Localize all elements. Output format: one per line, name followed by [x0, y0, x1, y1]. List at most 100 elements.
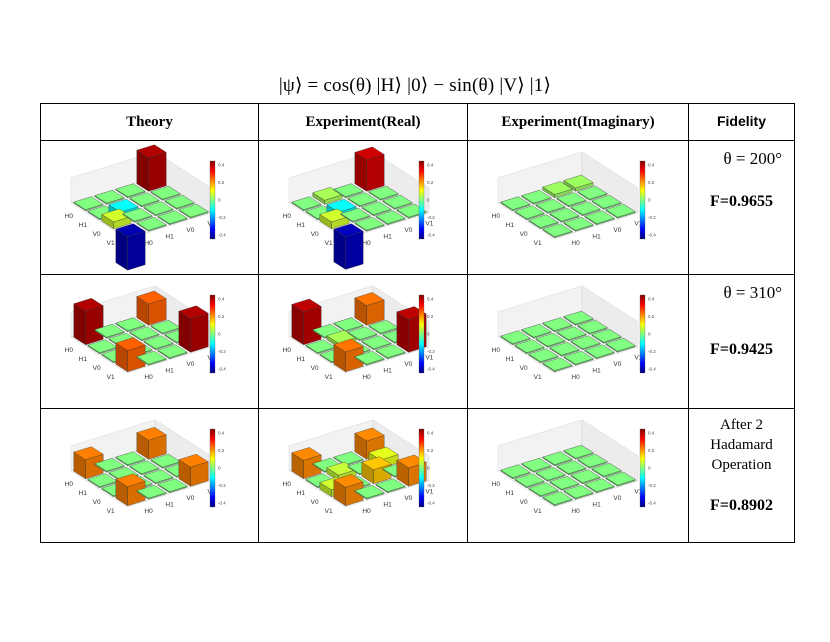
density-bar [333, 317, 364, 333]
density-bar [584, 478, 615, 494]
density-bar [347, 192, 378, 208]
colorbar-tick: -0.4 [427, 501, 435, 506]
axis-tick-label: V1 [425, 488, 433, 495]
fidelity-cell-1: θ = 200° F=0.9655 [688, 140, 795, 275]
axis-tick-label: V0 [520, 499, 528, 506]
density-bar [605, 338, 636, 353]
colorbar-tick: -0.2 [218, 349, 226, 354]
colorbar-tick: 0 [427, 198, 430, 203]
axis-tick-label: H0 [65, 213, 74, 220]
density-bar [605, 472, 636, 487]
density-bar [584, 210, 615, 226]
density-bar [157, 344, 188, 360]
colorbar-tick: 0.2 [218, 448, 225, 453]
colorbar [209, 428, 216, 508]
axis-tick-label: H1 [297, 222, 306, 229]
colorbar-tick: 0.4 [648, 431, 655, 436]
density-bar [354, 146, 385, 192]
colorbar-tick: -0.2 [427, 483, 435, 488]
density-bar [563, 311, 594, 326]
density-bar [361, 335, 392, 351]
axis-tick-label: H1 [297, 490, 306, 497]
axis-tick-label: V0 [311, 365, 319, 372]
axis-tick-label: H0 [362, 508, 371, 515]
density-bar [157, 210, 188, 226]
density-bar [542, 451, 573, 467]
axis-tick-label: H0 [144, 374, 153, 381]
axis-tick-label: H0 [492, 481, 501, 488]
density-bar [143, 469, 174, 485]
density-bar [150, 186, 181, 201]
axis-tick-label: V1 [325, 240, 333, 247]
density-bar [115, 473, 146, 507]
colorbar-tick: -0.2 [427, 215, 435, 220]
colorbar-tick: 0 [427, 332, 430, 337]
density-bar [584, 344, 615, 360]
density-bar [122, 208, 153, 223]
density-bar [73, 298, 104, 346]
axis-tick-label: V0 [613, 361, 621, 368]
density-bar [291, 196, 322, 212]
axis-tick-label: H1 [297, 356, 306, 363]
density-bar [136, 351, 167, 366]
colorbar-tick: -0.4 [648, 367, 656, 372]
axis-tick-label: H0 [65, 347, 74, 354]
colorbar-tick: -0.2 [648, 483, 656, 488]
colorbar-tick: -0.2 [218, 215, 226, 220]
density-bar [178, 204, 209, 219]
colorbar-tick: 0.2 [648, 448, 655, 453]
colorbar-tick: 0.2 [218, 180, 225, 185]
header-exp-real: Experiment(Real) [258, 103, 468, 141]
axis-tick-label: H1 [383, 501, 392, 508]
density-bar [143, 335, 174, 351]
density-bar [354, 292, 385, 326]
axis-tick-label: H1 [592, 367, 601, 374]
fidelity-value: F=0.9425 [710, 341, 773, 358]
density-bar [563, 445, 594, 460]
colorbar-tick: 0.4 [427, 163, 434, 168]
density-bar [115, 337, 146, 373]
axis-tick-label: H0 [144, 240, 153, 247]
colorbar [209, 160, 216, 240]
density-bar [115, 451, 146, 467]
density-bar [514, 205, 545, 221]
colorbar-tick: 0.4 [648, 297, 655, 302]
colorbar-tick: 0 [218, 332, 221, 337]
density-bar [591, 195, 622, 210]
theta-label: θ = 200° [723, 149, 782, 168]
density-bar [333, 183, 364, 199]
axis-tick-label: H1 [506, 490, 515, 497]
axis-tick-label: V0 [404, 495, 412, 502]
density-bar [129, 460, 160, 476]
density-bar [136, 290, 167, 326]
theta-label: θ = 310° [723, 283, 782, 302]
axis-tick-label: V1 [634, 354, 642, 361]
colorbar-tick: 0.4 [218, 297, 225, 302]
density-bar [354, 485, 385, 500]
density-bar [549, 342, 580, 357]
density-bar [150, 320, 181, 335]
density-bar [115, 317, 146, 333]
note-line: After 2 [720, 417, 763, 433]
density-bar [73, 196, 104, 212]
axis-tick-label: H1 [506, 222, 515, 229]
density-bar [157, 478, 188, 494]
density-bar [535, 333, 566, 348]
axis-tick-label: H0 [283, 481, 292, 488]
density-bar [549, 476, 580, 491]
density-bar [354, 351, 385, 366]
density-bar [542, 317, 573, 333]
axis-tick-label: H1 [165, 501, 174, 508]
colorbar-tick: -0.4 [648, 233, 656, 238]
axis-tick-label: V1 [107, 508, 115, 515]
density-bar [143, 201, 174, 217]
density-bar [500, 330, 531, 346]
axis-tick-label: H1 [592, 233, 601, 240]
